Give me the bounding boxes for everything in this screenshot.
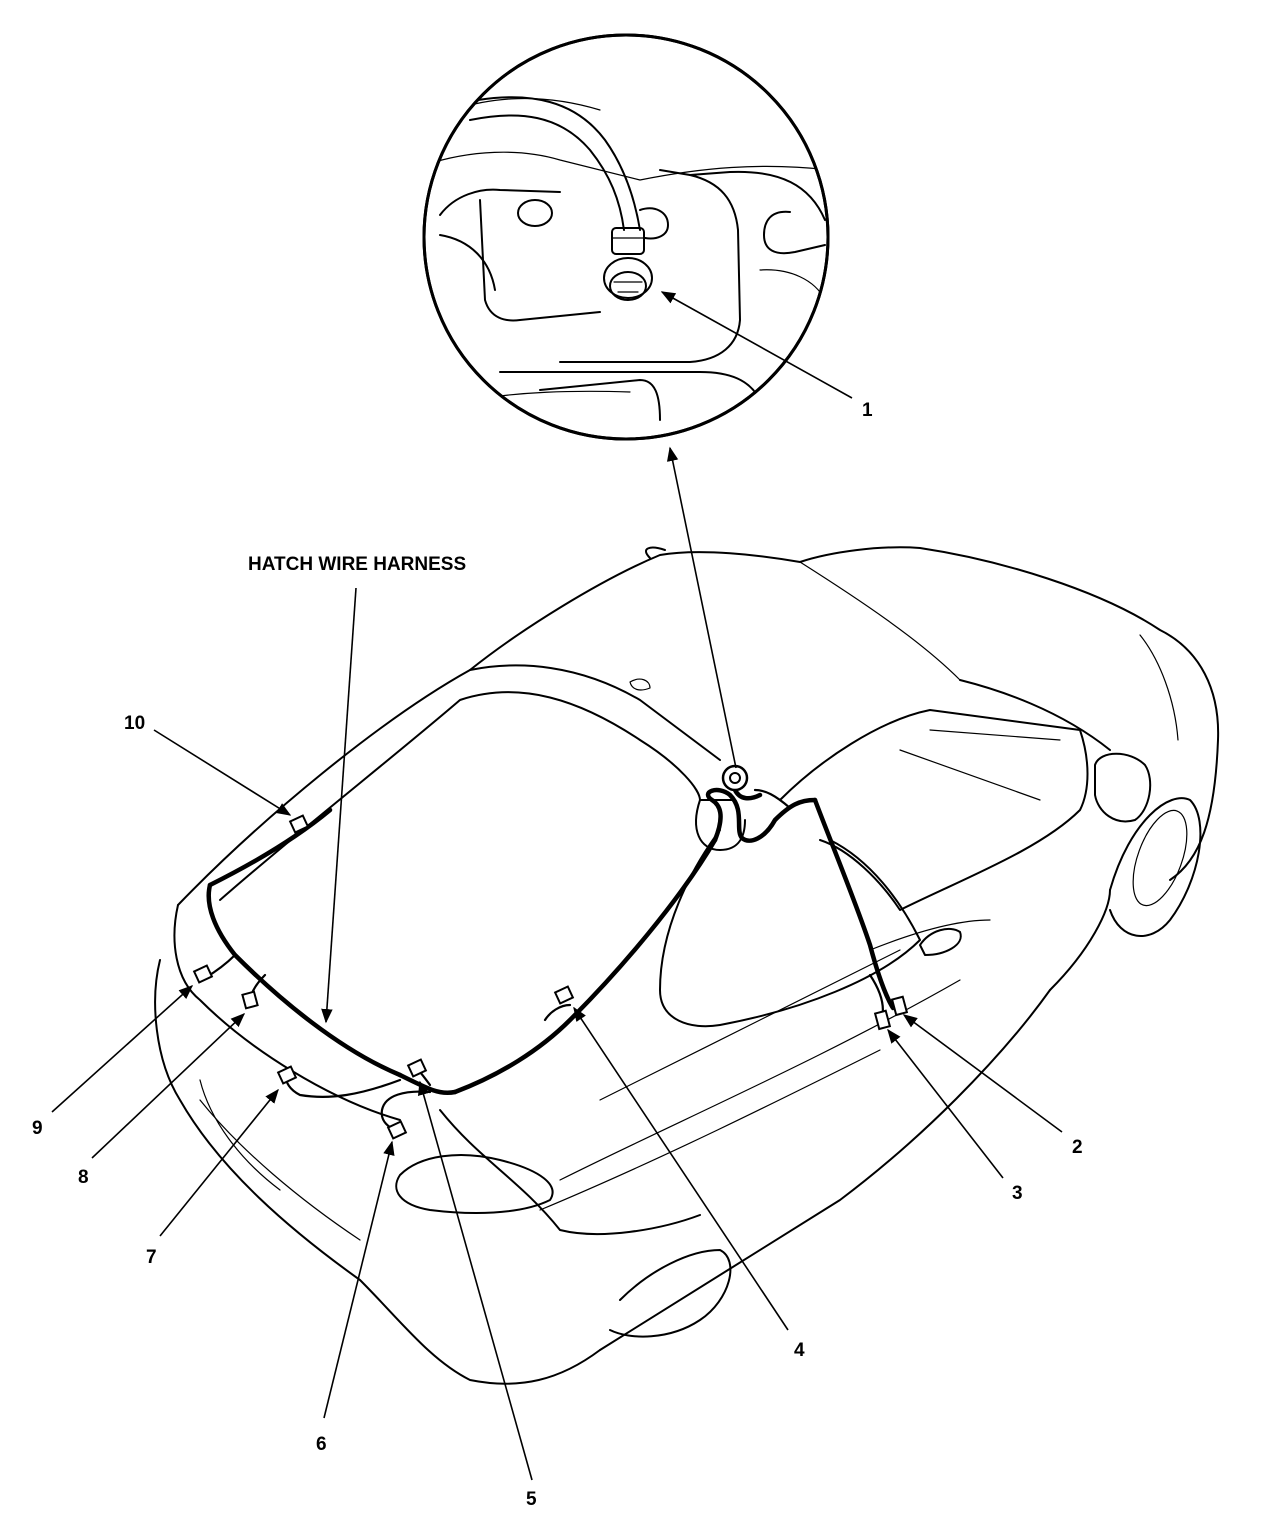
leader-9: [51, 985, 194, 1113]
car-body: [154, 546, 1220, 1385]
connector-10: [288, 814, 310, 834]
callout-9: 9: [32, 1118, 43, 1139]
connector-8: [241, 990, 259, 1010]
leader-6: [323, 1140, 395, 1419]
leader-3: [887, 1028, 1004, 1179]
callout-3: 3: [1012, 1183, 1023, 1204]
connector-4: [553, 985, 575, 1005]
leader-harness: [321, 587, 357, 1024]
leader-10: [153, 729, 292, 816]
callout-10: 10: [124, 713, 145, 734]
connectors: [192, 814, 909, 1140]
callout-2: 2: [1072, 1137, 1083, 1158]
callout-6: 6: [316, 1434, 327, 1455]
connector-6: [386, 1120, 408, 1140]
labels: HATCH WIRE HARNESS 1 2 3 4 5 6 7 8 9 10: [32, 400, 1083, 1510]
connector-5: [406, 1058, 428, 1078]
callout-4: 4: [794, 1340, 805, 1361]
leader-5: [417, 1080, 533, 1481]
leader-1: [660, 291, 853, 399]
harness-title: HATCH WIRE HARNESS: [248, 554, 466, 575]
leader-lines: [51, 291, 1063, 1481]
leader-4: [573, 1006, 789, 1331]
detail-view: [422, 33, 830, 441]
leader-7: [159, 1088, 279, 1237]
connector-2: [890, 995, 909, 1017]
callout-5: 5: [526, 1489, 537, 1510]
leader-detail: [666, 446, 737, 769]
callout-8: 8: [78, 1167, 89, 1188]
callout-7: 7: [146, 1247, 157, 1268]
connector-7: [276, 1065, 298, 1085]
ground-bolt: [721, 764, 749, 792]
leader-2: [902, 1014, 1063, 1133]
connector-9: [192, 964, 214, 984]
callout-1: 1: [862, 400, 873, 421]
connector-3: [873, 1009, 892, 1031]
wire-harness: [203, 787, 896, 1132]
leader-8: [91, 1013, 246, 1159]
